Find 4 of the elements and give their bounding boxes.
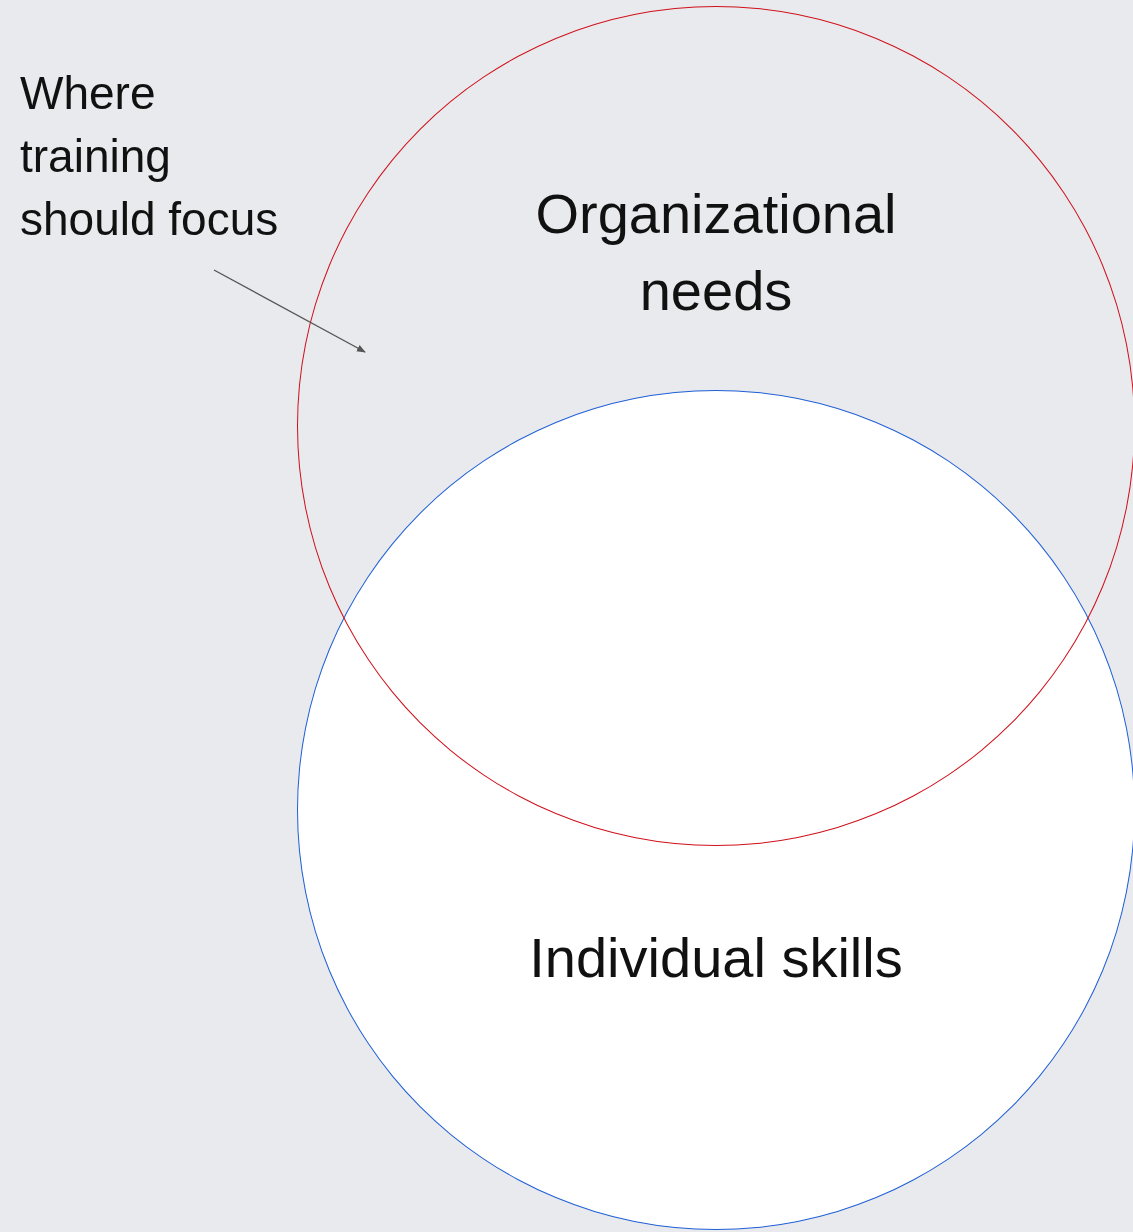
- circle-label: Organizational needs: [534, 181, 898, 324]
- leader-arrow: [213, 269, 366, 353]
- annotation-text: Where training should focus: [20, 62, 295, 270]
- circle-label: Individual skills: [528, 925, 904, 991]
